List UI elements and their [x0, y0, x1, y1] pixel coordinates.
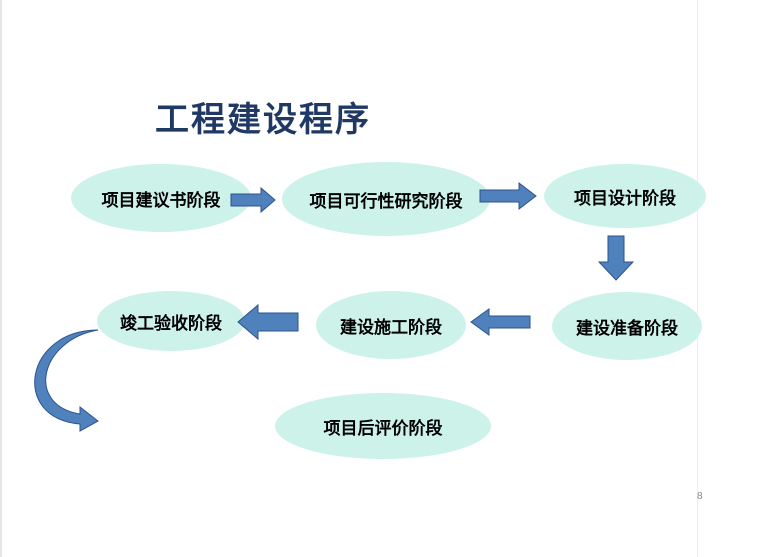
- stage-construction: 建设施工阶段: [316, 291, 466, 359]
- stage-preparation: 建设准备阶段: [552, 292, 702, 360]
- slide-title: 工程建设程序: [155, 100, 371, 140]
- arrow-design-to-preparation: [597, 235, 635, 281]
- stage-proposal-label: 项目建议书阶段: [101, 190, 221, 211]
- stage-feasibility: 项目可行性研究阶段: [282, 162, 490, 236]
- arrow-feasibility-to-design: [479, 181, 537, 211]
- page-number: 8: [697, 491, 703, 502]
- stage-proposal: 项目建议书阶段: [71, 164, 251, 232]
- arrow-preparation-to-construction: [470, 308, 531, 336]
- arrow-proposal-to-feasibility: [230, 186, 276, 214]
- stage-completion: 竣工验收阶段: [97, 291, 245, 351]
- arrow-construction-to-completion: [237, 303, 299, 341]
- stage-completion-label: 竣工验收阶段: [120, 313, 222, 334]
- stage-preparation-label: 建设准备阶段: [576, 318, 678, 339]
- stage-design: 项目设计阶段: [544, 164, 706, 228]
- stage-post-evaluation-label: 项目后评价阶段: [323, 418, 443, 439]
- stage-feasibility-label: 项目可行性研究阶段: [309, 191, 463, 212]
- slide-right-edge: [697, 0, 698, 557]
- slide-left-edge: [0, 0, 2, 557]
- stage-construction-label: 建设施工阶段: [340, 317, 442, 338]
- arrow-completion-to-post-evaluation: [34, 329, 99, 432]
- stage-design-label: 项目设计阶段: [574, 188, 676, 209]
- stage-post-evaluation: 项目后评价阶段: [275, 393, 491, 459]
